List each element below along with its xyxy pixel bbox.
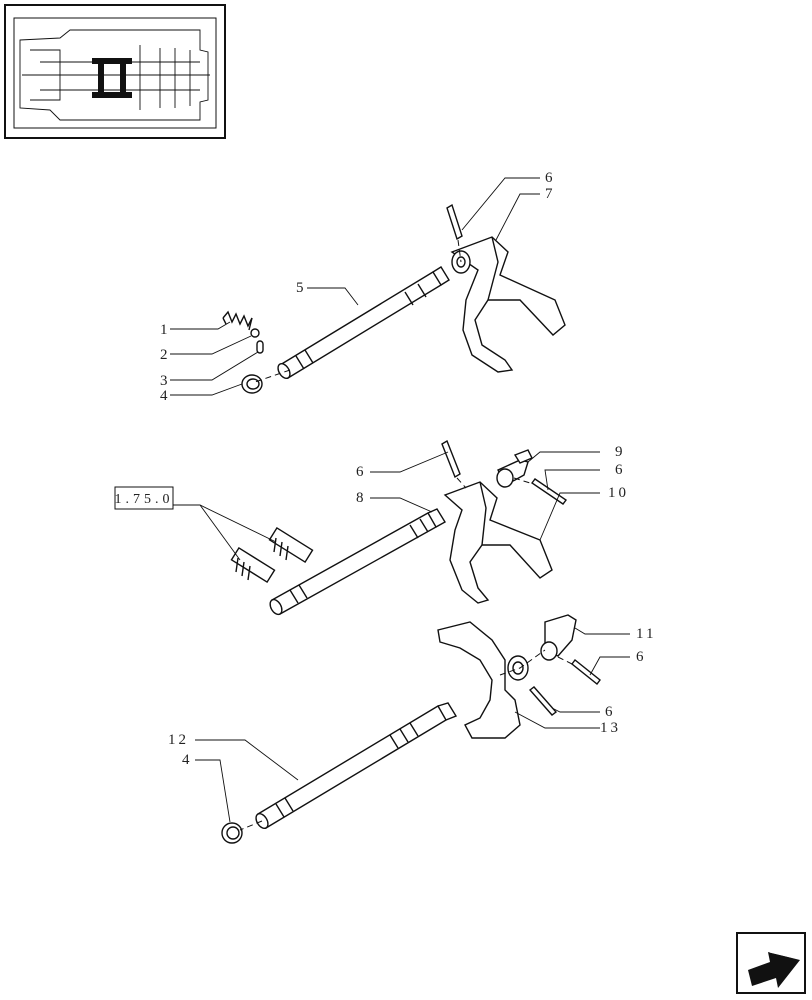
transmission-locator-icon[interactable] xyxy=(4,4,226,139)
shaft-5 xyxy=(277,266,450,380)
shaft-8 xyxy=(269,508,446,616)
roll-pin-6d xyxy=(571,659,601,685)
ball-2 xyxy=(250,328,260,338)
callout-4b: 4 xyxy=(182,752,193,768)
next-page-arrow-icon[interactable] xyxy=(736,932,806,994)
switch-b xyxy=(230,546,276,584)
callout-9: 9 xyxy=(615,444,626,460)
roll-pin-6c xyxy=(530,478,568,505)
roll-pin-6e xyxy=(528,686,558,716)
callout-11: 11 xyxy=(636,626,656,642)
roll-pin-6a xyxy=(446,203,463,241)
callout-7: 7 xyxy=(545,186,556,202)
reference-box[interactable]: 1.75.0 xyxy=(114,486,174,510)
svg-text:1.75.0: 1.75.0 xyxy=(115,492,174,507)
callout-6a: 6 xyxy=(545,170,556,186)
switch-a xyxy=(268,526,314,564)
fork-7 xyxy=(450,236,566,373)
callout-10: 10 xyxy=(608,485,629,501)
roll-pin-6b xyxy=(441,439,461,479)
sleeve-11 xyxy=(540,614,577,661)
fork-10 xyxy=(443,481,553,604)
spring-1 xyxy=(222,310,253,331)
callout-13: 13 xyxy=(600,720,621,736)
callout-6c: 6 xyxy=(615,462,626,478)
callout-3: 3 xyxy=(160,373,171,389)
shaft-12 xyxy=(255,702,458,830)
sleeve-9 xyxy=(496,449,533,488)
circlip-4a xyxy=(241,374,263,394)
callout-labels: 1 2 3 4 5 6 7 6 8 9 6 10 11 6 6 13 12 4 xyxy=(160,170,656,768)
callout-1: 1 xyxy=(160,322,171,338)
fork-13 xyxy=(437,621,529,739)
pin-3 xyxy=(256,340,264,354)
callout-4a: 4 xyxy=(160,388,171,404)
callout-6d: 6 xyxy=(636,649,647,665)
callout-6b: 6 xyxy=(356,464,367,480)
callout-12: 12 xyxy=(168,732,189,748)
circlip-4b xyxy=(221,822,243,844)
callout-2: 2 xyxy=(160,347,171,363)
callout-5: 5 xyxy=(296,280,307,296)
callout-6e: 6 xyxy=(605,704,616,720)
callout-8: 8 xyxy=(356,490,367,506)
